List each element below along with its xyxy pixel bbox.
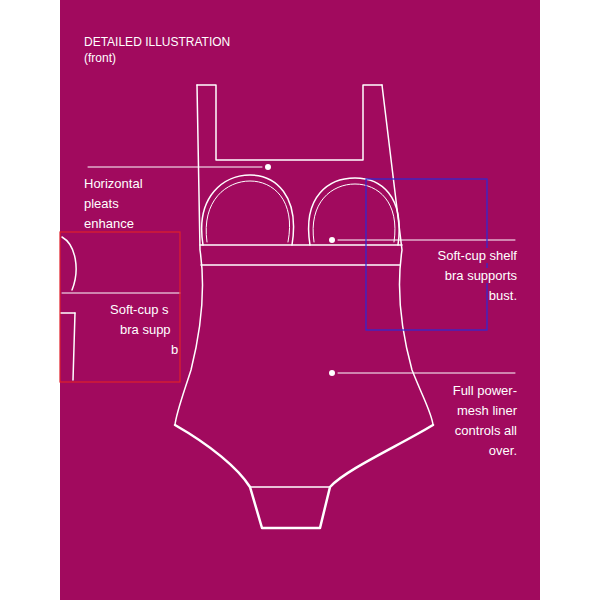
callout-label: Full power-mesh liner controls all over. xyxy=(432,381,517,461)
callout-label-text: Horizontal pleats enhance xyxy=(84,176,143,231)
cropped-cup xyxy=(62,237,76,290)
crop-box xyxy=(60,232,180,382)
diagram-title-text: DETAILED ILLUSTRATION xyxy=(84,35,230,49)
right-cup-inner xyxy=(313,184,395,242)
right-cup xyxy=(309,178,400,245)
crotch-seam xyxy=(250,486,330,488)
band-top xyxy=(200,244,402,246)
leg-openings xyxy=(175,425,433,528)
magenta-panel xyxy=(60,0,540,600)
cropped-label: b xyxy=(171,340,178,360)
callout-dot xyxy=(329,237,335,243)
left-cup xyxy=(202,175,294,245)
callout-label: Horizontal pleats enhance xyxy=(84,174,169,234)
leader-line xyxy=(338,240,515,241)
cropped-label-text: Soft-cup s xyxy=(110,302,169,317)
leader-line xyxy=(338,373,515,374)
diagram-title: DETAILED ILLUSTRATION xyxy=(84,35,230,50)
cropped-band xyxy=(60,312,75,314)
callout-label: Soft-cup shelf bra supports bust. xyxy=(417,246,517,306)
cropped-side xyxy=(73,313,75,380)
leader-line xyxy=(88,167,262,168)
callout-dot xyxy=(329,370,335,376)
subtitle-text: (front) xyxy=(84,51,116,65)
callout-dot xyxy=(265,164,271,170)
callout-label-text: Soft-cup shelf bra supports bust. xyxy=(438,248,518,303)
left-cup-inner xyxy=(206,181,289,242)
band-bottom xyxy=(201,264,400,266)
cropped-label: bra supp xyxy=(120,320,171,340)
left-side xyxy=(175,85,203,425)
cropped-label-text: bra supp xyxy=(120,322,171,337)
callout-label-text: Full power-mesh liner controls all over. xyxy=(453,383,517,458)
cropped-leader xyxy=(62,293,180,294)
subtitle: (front) xyxy=(84,51,116,66)
cropped-label: Soft-cup s xyxy=(110,300,169,320)
cropped-label-text: b xyxy=(171,342,178,357)
right-side xyxy=(382,85,433,425)
strap-and-neckline xyxy=(197,85,382,160)
